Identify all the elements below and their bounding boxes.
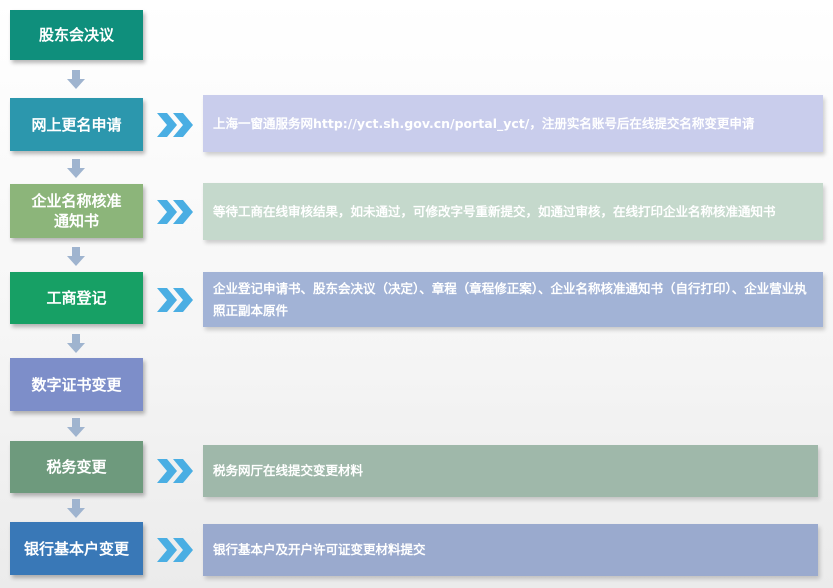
- down-arrow-icon: [67, 334, 85, 353]
- desc-business-registration: 企业登记申请书、股东会决议（决定）、章程（章程修正案）、企业名称核准通知书（自行…: [203, 272, 823, 327]
- desc-text: 等待工商在线审核结果，如未通过，可修改字号重新提交，如通过审核，在线打印企业名称…: [213, 203, 776, 219]
- down-arrow-icon: [67, 70, 85, 89]
- desc-text: 企业登记申请书、股东会决议（决定）、章程（章程修正案）、企业名称核准通知书（自行…: [213, 280, 807, 318]
- double-chevron-right-icon: [157, 113, 193, 137]
- step-label: 企业名称核准 通知书: [31, 192, 122, 230]
- step-label: 网上更名申请: [31, 115, 122, 134]
- step-tax-change: 税务变更: [10, 441, 143, 493]
- step-name-approval-notice: 企业名称核准 通知书: [10, 184, 143, 238]
- step-digital-certificate: 数字证书变更: [10, 358, 143, 411]
- step-label: 数字证书变更: [31, 375, 122, 394]
- desc-text: 银行基本户及开户许可证变更材料提交: [213, 542, 426, 557]
- step-bank-account-change: 银行基本户变更: [10, 522, 143, 575]
- desc-tax-change: 税务网厅在线提交变更材料: [203, 445, 818, 497]
- step-label: 银行基本户变更: [23, 539, 129, 558]
- desc-bank-change: 银行基本户及开户许可证变更材料提交: [203, 524, 818, 576]
- desc-online-rename: 上海一窗通服务网http://yct.sh.gov.cn/portal_yct/…: [203, 95, 823, 152]
- down-arrow-icon: [67, 418, 85, 437]
- down-arrow-icon: [67, 247, 85, 266]
- step-label: 工商登记: [46, 289, 107, 307]
- double-chevron-right-icon: [157, 538, 193, 562]
- double-chevron-right-icon: [157, 459, 193, 483]
- step-online-rename: 网上更名申请: [10, 98, 143, 151]
- double-chevron-right-icon: [157, 288, 193, 312]
- step-shareholder-resolution: 股东会决议: [10, 10, 143, 60]
- down-arrow-icon: [67, 499, 85, 518]
- double-chevron-right-icon: [157, 200, 193, 224]
- step-business-registration: 工商登记: [10, 272, 143, 324]
- step-label: 税务变更: [46, 458, 107, 476]
- step-label: 股东会决议: [38, 26, 114, 44]
- down-arrow-icon: [67, 159, 85, 178]
- desc-text: 税务网厅在线提交变更材料: [213, 463, 364, 478]
- desc-text: 上海一窗通服务网http://yct.sh.gov.cn/portal_yct/…: [213, 115, 755, 131]
- desc-name-approval: 等待工商在线审核结果，如未通过，可修改字号重新提交，如通过审核，在线打印企业名称…: [203, 183, 823, 240]
